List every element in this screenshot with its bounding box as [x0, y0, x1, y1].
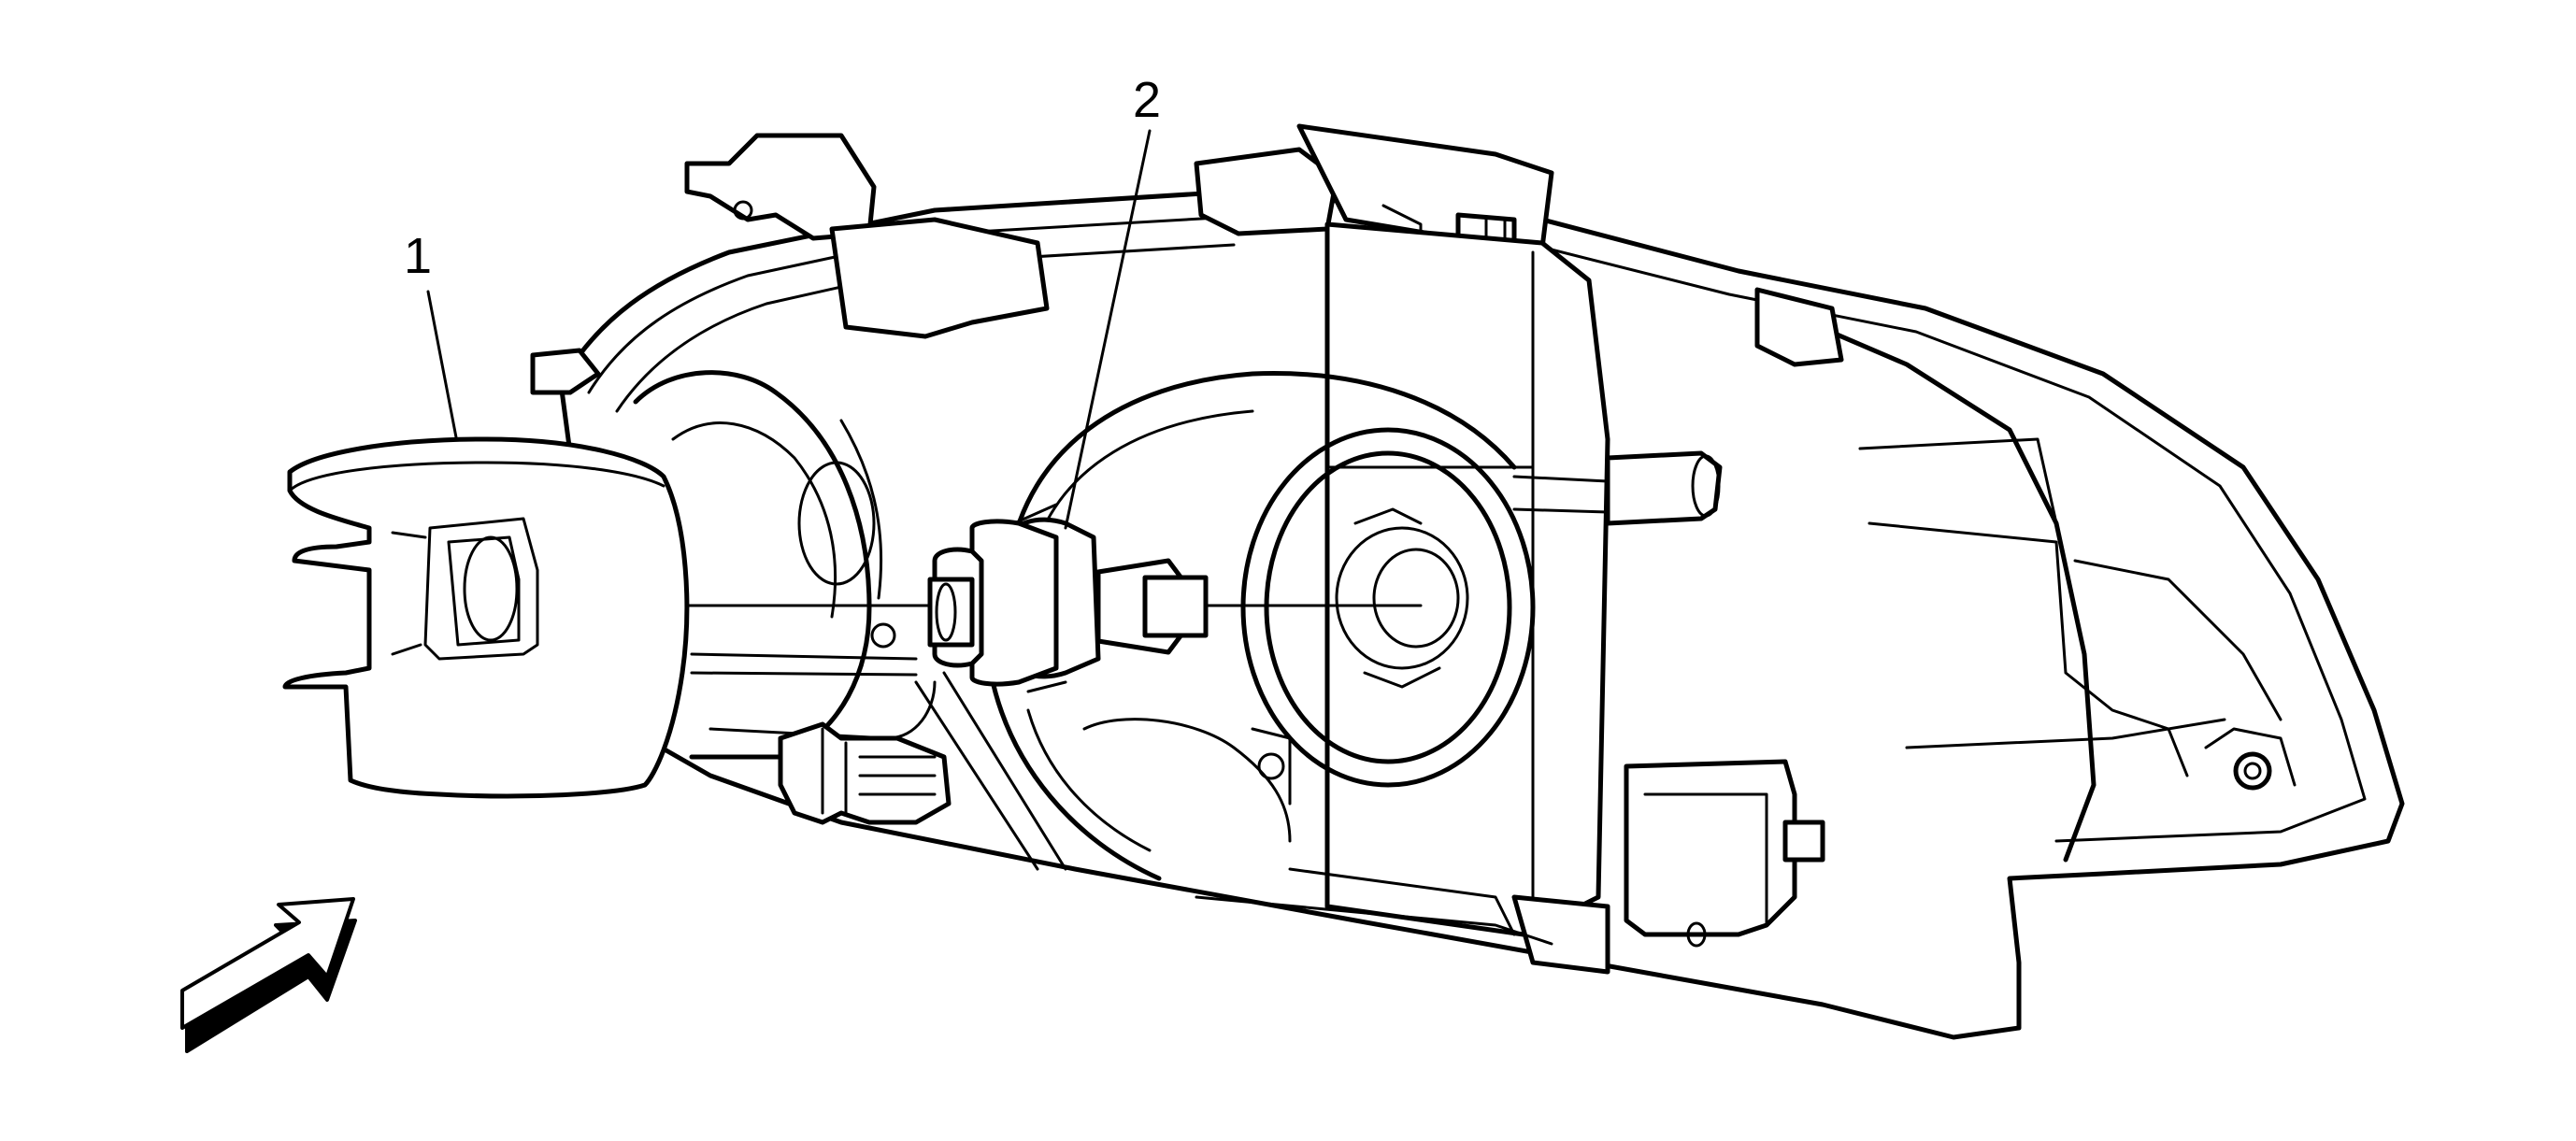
high-beam-reflector — [914, 371, 1517, 936]
headlamp-bulb — [927, 503, 1209, 693]
low-beam-reflector — [633, 370, 937, 760]
rear-housing-tower — [1324, 221, 1723, 937]
callout-2-leader — [1064, 129, 1152, 530]
callout-1-leader — [426, 290, 458, 439]
bulb-socket-ring — [1240, 427, 1536, 788]
callout-1-label: 1 — [404, 228, 432, 284]
bulb-access-cover — [282, 436, 690, 799]
headlamp-housing — [558, 189, 2405, 1040]
view-direction-arrow-icon — [180, 897, 357, 1053]
electrical-connector — [778, 721, 952, 825]
lower-mounting-bracket — [1195, 759, 1825, 975]
callout-2-label: 2 — [1133, 72, 1161, 128]
callout-leaders — [426, 129, 1152, 530]
upper-mounting-brackets — [530, 123, 1844, 404]
